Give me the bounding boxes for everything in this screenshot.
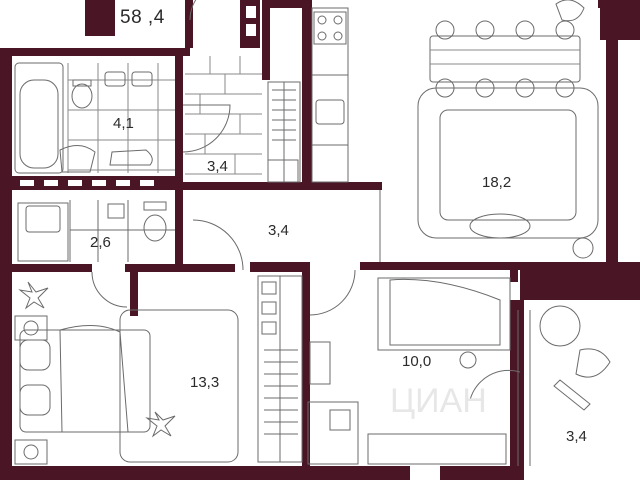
area-toilet: 2,6 [90, 234, 111, 251]
area-bathroom: 4,1 [113, 115, 134, 132]
kitchen [311, 7, 349, 183]
area-balcony: 3,4 [566, 428, 587, 445]
bedroom [14, 281, 239, 465]
watermark: ЦИАН [390, 382, 487, 420]
windows [20, 6, 256, 186]
total-area-badge [85, 0, 115, 36]
area-bedroom: 13,3 [190, 374, 220, 391]
area-living-kitchen: 18,2 [482, 174, 512, 191]
hall-small [182, 0, 262, 175]
living-room [417, 0, 599, 259]
area-hall-small: 3,4 [207, 158, 228, 175]
kids-room [307, 277, 521, 465]
area-corridor: 3,4 [268, 222, 289, 239]
wardrobe-bedroom [257, 275, 303, 463]
wardrobe-hall [267, 81, 301, 183]
watermark-text: ЦИАН [390, 382, 487, 420]
total-area-label: 58 ,4 [120, 7, 165, 28]
area-kids-room: 10,0 [402, 353, 432, 370]
bathroom [14, 62, 175, 174]
balcony [517, 305, 611, 466]
toilet-room [17, 200, 175, 262]
corridor-doors [91, 190, 381, 316]
